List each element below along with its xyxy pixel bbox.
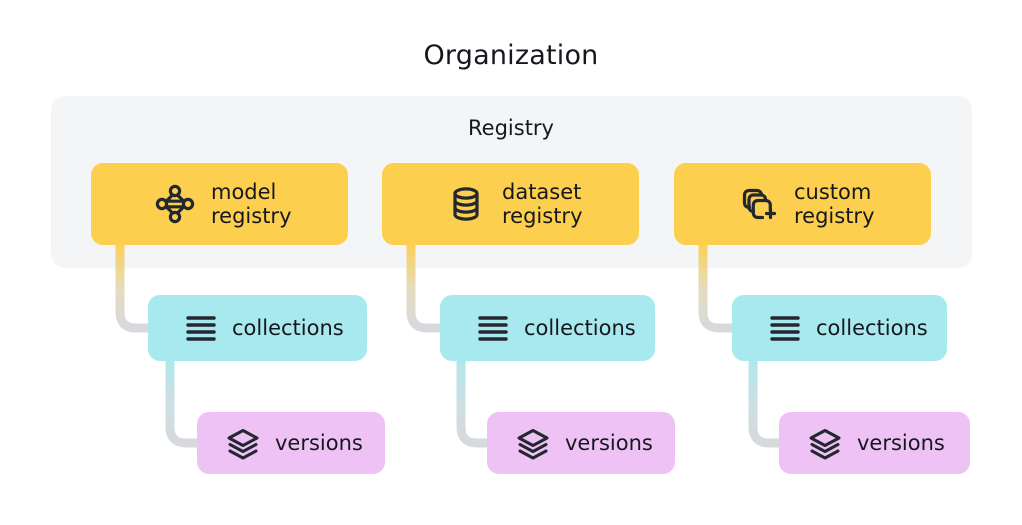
card-dataset-registry[interactable]: dataset registry [382, 163, 639, 245]
add-stack-icon [736, 182, 780, 226]
card-label: collections [524, 315, 636, 340]
card-label: collections [816, 315, 928, 340]
registry-panel-title: Registry [468, 116, 554, 140]
card-label: versions [565, 430, 653, 455]
list-lines-icon [768, 311, 802, 345]
card-versions-2[interactable]: versions [487, 412, 675, 474]
database-icon [444, 182, 488, 226]
layers-icon [807, 425, 843, 461]
card-collections-2[interactable]: collections [440, 295, 655, 361]
card-collections-3[interactable]: collections [732, 295, 947, 361]
list-lines-icon [184, 311, 218, 345]
model-graph-icon [153, 182, 197, 226]
card-label: model registry [211, 179, 292, 228]
card-versions-1[interactable]: versions [197, 412, 385, 474]
layers-icon [515, 425, 551, 461]
layers-icon [225, 425, 261, 461]
card-label: custom registry [794, 179, 875, 228]
list-lines-icon [476, 311, 510, 345]
card-model-registry[interactable]: model registry [91, 163, 348, 245]
card-custom-registry[interactable]: custom registry [674, 163, 931, 245]
card-label: dataset registry [502, 179, 583, 228]
card-label: versions [857, 430, 945, 455]
organization-title: Organization [423, 40, 599, 71]
card-collections-1[interactable]: collections [148, 295, 367, 361]
card-label: collections [232, 315, 344, 340]
card-versions-3[interactable]: versions [779, 412, 970, 474]
card-label: versions [275, 430, 363, 455]
